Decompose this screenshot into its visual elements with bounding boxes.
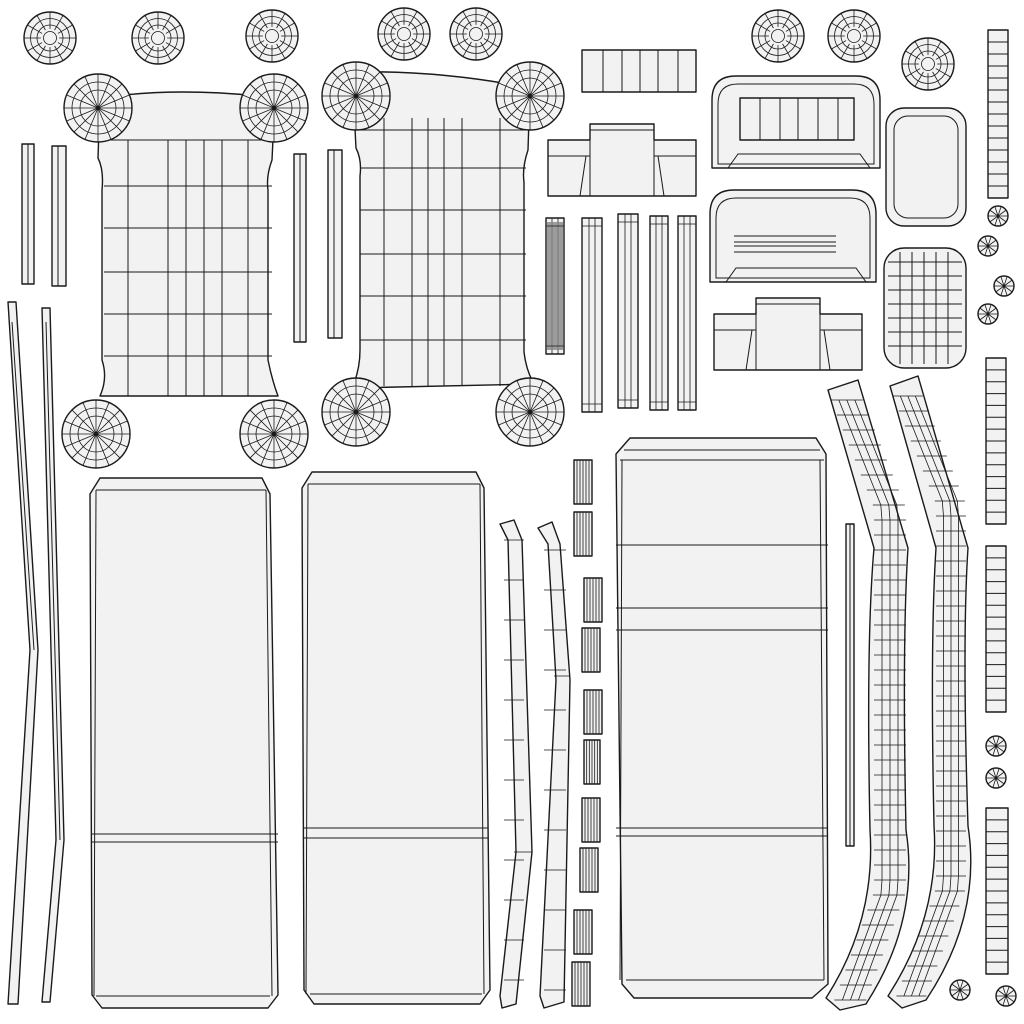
wheel-disc (901, 37, 955, 91)
uv-island-arch-upper (711, 75, 881, 169)
hatched-block (579, 847, 599, 893)
uv-island-ladder-top (987, 29, 1009, 199)
hatched-block (573, 459, 593, 505)
spoke-disc (993, 275, 1015, 297)
wheel-disc (245, 9, 299, 63)
uv-island-panel-middle (301, 471, 491, 1005)
uv-island-ladder-lower (985, 545, 1007, 713)
corner-hub (61, 399, 131, 469)
hatched-block (583, 577, 603, 623)
spoke-disc (995, 985, 1017, 1007)
hatched-block (583, 739, 601, 785)
hatched-block (581, 627, 601, 673)
corner-hub (239, 73, 309, 143)
uv-island-panel-left (89, 477, 279, 1009)
uv-island-curved-strip-left (825, 379, 910, 1011)
uv-island-columns (545, 213, 697, 413)
corner-hub (239, 399, 309, 469)
wheel-disc (377, 7, 431, 61)
uv-island-rods (21, 143, 855, 847)
uv-island-hatched-blocks (571, 459, 603, 1007)
wheel-disc (131, 11, 185, 65)
uv-island-arch-lower (709, 189, 877, 283)
wheel-disc (751, 9, 805, 63)
uv-island-spoke-discs (949, 205, 1017, 1007)
uv-island-hub-middle (351, 71, 535, 389)
wheel-disc (449, 7, 503, 61)
hatched-block (573, 511, 593, 557)
hatched-block (573, 909, 593, 955)
spoke-disc (949, 979, 971, 1001)
spoke-disc (985, 735, 1007, 757)
hatched-block (571, 961, 591, 1007)
spoke-disc (977, 235, 999, 257)
corner-hub (321, 61, 391, 131)
uv-island-wheels (23, 7, 955, 91)
wheel-disc (23, 11, 77, 65)
spoke-disc (977, 303, 999, 325)
corner-hub (321, 377, 391, 447)
hatched-block (583, 689, 603, 735)
uv-island-corner-hubs (61, 61, 565, 469)
corner-hub (495, 377, 565, 447)
corner-hub (63, 73, 133, 143)
uv-island-top-box (581, 49, 697, 93)
uv-island-ladder-bottom (985, 807, 1009, 975)
uv-island-curved-strip-right (887, 375, 972, 1009)
uv-island-bracket-upper (547, 123, 697, 197)
hatched-block (581, 797, 601, 843)
uv-island-panel-right (615, 437, 829, 999)
wheel-disc (827, 9, 881, 63)
uv-island-ladder-mid (985, 357, 1007, 525)
uv-island-hub-left (97, 91, 279, 397)
uv-island-bracket-lower (713, 297, 863, 371)
uv-island-rounded-square-upper (885, 107, 967, 227)
uv-island-rounded-square-lower (883, 247, 967, 369)
uv-island-bent-strips-middle (499, 519, 571, 1009)
uv-island-long-strips-left (7, 301, 65, 1005)
spoke-disc (987, 205, 1009, 227)
corner-hub (495, 61, 565, 131)
spoke-disc (985, 767, 1007, 789)
